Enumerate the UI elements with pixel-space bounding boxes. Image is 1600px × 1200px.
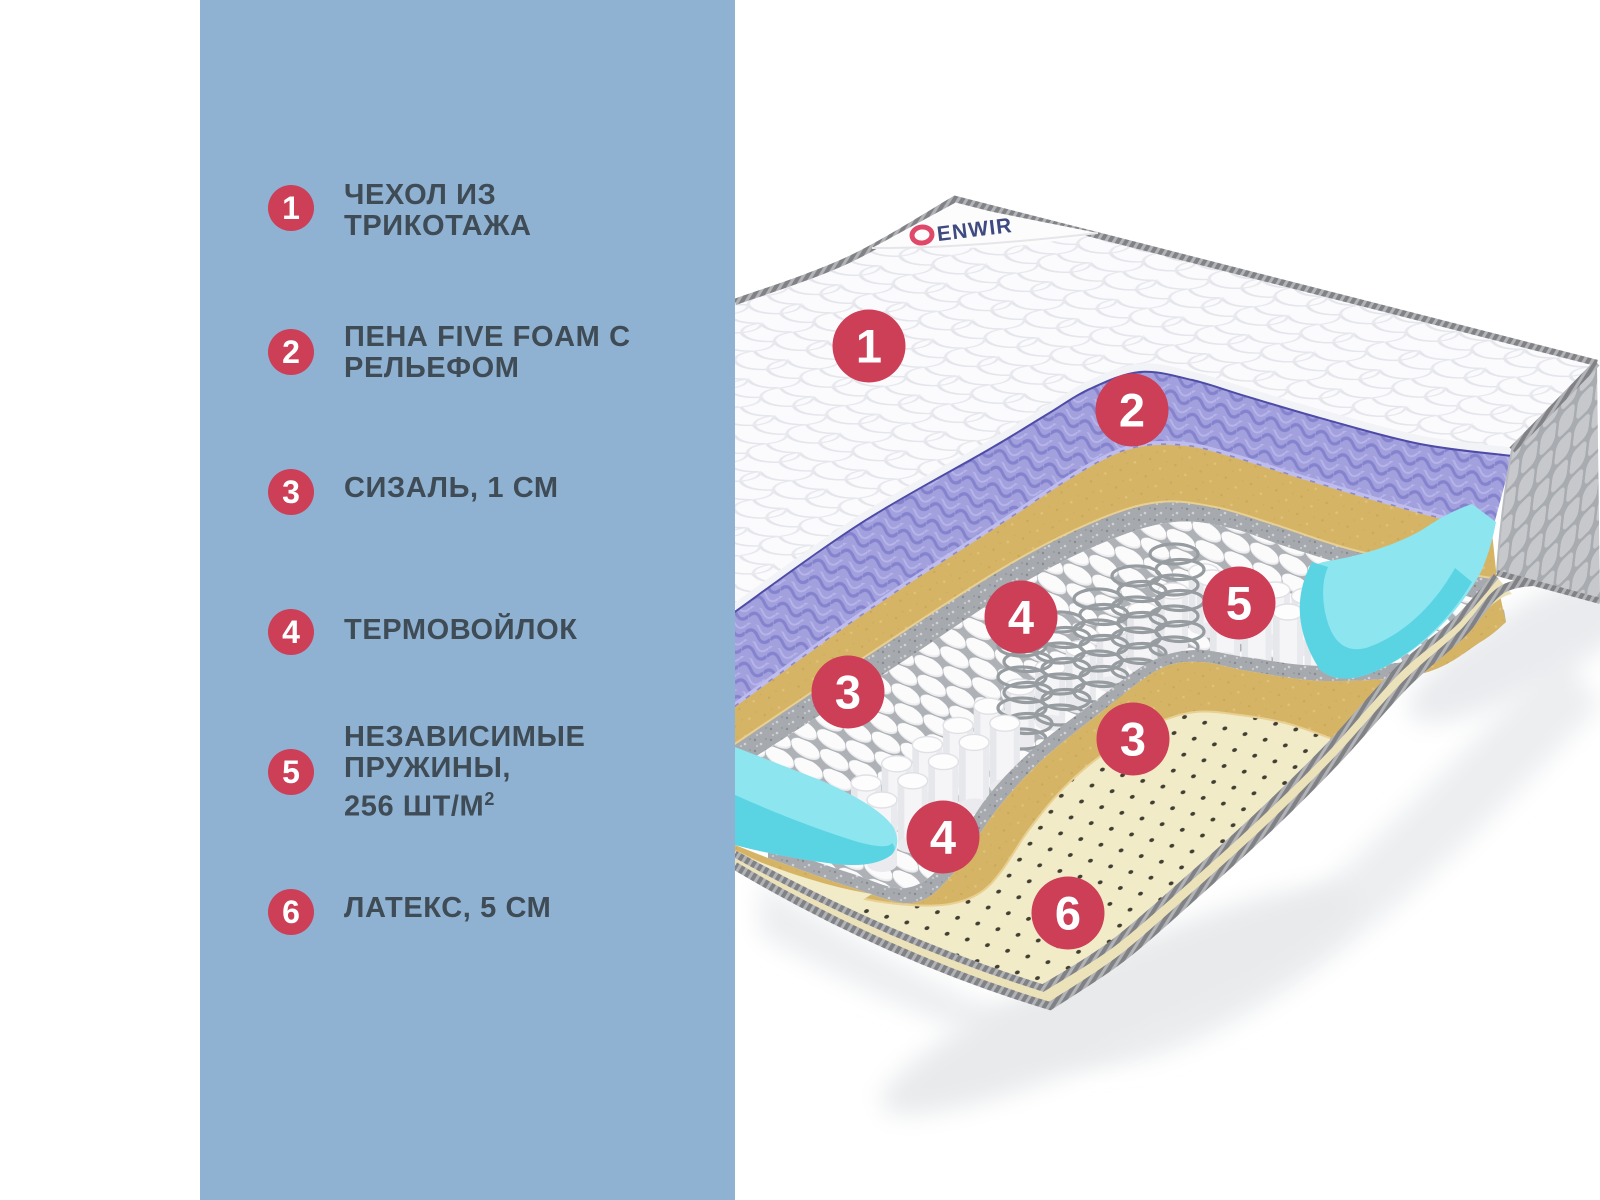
svg-text:6: 6	[1055, 887, 1081, 940]
svg-text:4: 4	[930, 811, 956, 864]
svg-text:3: 3	[1120, 713, 1146, 766]
svg-text:3: 3	[835, 666, 861, 719]
svg-text:2: 2	[1119, 384, 1145, 437]
svg-text:5: 5	[1226, 577, 1252, 630]
svg-text:4: 4	[1008, 591, 1034, 644]
svg-text:1: 1	[856, 320, 882, 373]
